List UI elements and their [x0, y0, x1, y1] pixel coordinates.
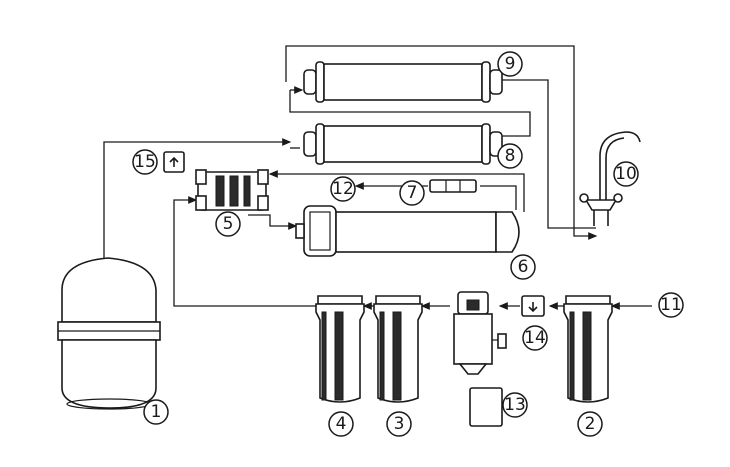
svg-text:7: 7	[407, 183, 418, 203]
svg-text:10: 10	[615, 164, 637, 184]
svg-text:12: 12	[332, 179, 354, 199]
svg-text:14: 14	[524, 328, 546, 348]
svg-text:11: 11	[660, 295, 682, 315]
pipe-network	[103, 45, 652, 310]
svg-text:15: 15	[134, 152, 156, 172]
callout-1: 1	[143, 399, 169, 425]
callout-7: 7	[399, 180, 425, 206]
housing-filter-4	[315, 295, 365, 403]
booster-pump	[453, 291, 507, 375]
callout-3: 3	[386, 411, 412, 437]
post-carbon-cartridge	[303, 123, 503, 165]
svg-text:9: 9	[505, 54, 516, 74]
faucet	[579, 131, 641, 226]
svg-text:4: 4	[336, 414, 347, 434]
high-pressure-switch	[163, 151, 185, 173]
low-pressure-switch	[521, 295, 545, 317]
callout-14: 14	[522, 325, 548, 351]
storage-tank	[57, 257, 161, 410]
svg-text:8: 8	[505, 146, 516, 166]
housing-filter-2	[563, 295, 613, 403]
callout-9: 9	[497, 51, 523, 77]
callout-11: 11	[658, 292, 684, 318]
callout-12: 12	[330, 176, 356, 202]
callout-4: 4	[328, 411, 354, 437]
callout-5: 5	[215, 211, 241, 237]
callout-15: 15	[132, 149, 158, 175]
flow-block	[195, 169, 269, 211]
svg-text:13: 13	[504, 395, 526, 415]
callout-8: 8	[497, 143, 523, 169]
callout-2: 2	[577, 411, 603, 437]
svg-text:5: 5	[223, 214, 234, 234]
svg-text:1: 1	[151, 402, 162, 422]
flow-restrictor	[429, 179, 477, 193]
svg-text:3: 3	[394, 414, 405, 434]
callout-13: 13	[502, 392, 528, 418]
membrane-housing	[295, 205, 520, 257]
inline-cartridge	[303, 61, 503, 103]
transformer	[469, 387, 503, 427]
callout-6: 6	[510, 254, 536, 280]
housing-filter-3	[373, 295, 423, 403]
svg-text:6: 6	[518, 257, 529, 277]
callout-10: 10	[613, 161, 639, 187]
svg-text:2: 2	[585, 414, 596, 434]
